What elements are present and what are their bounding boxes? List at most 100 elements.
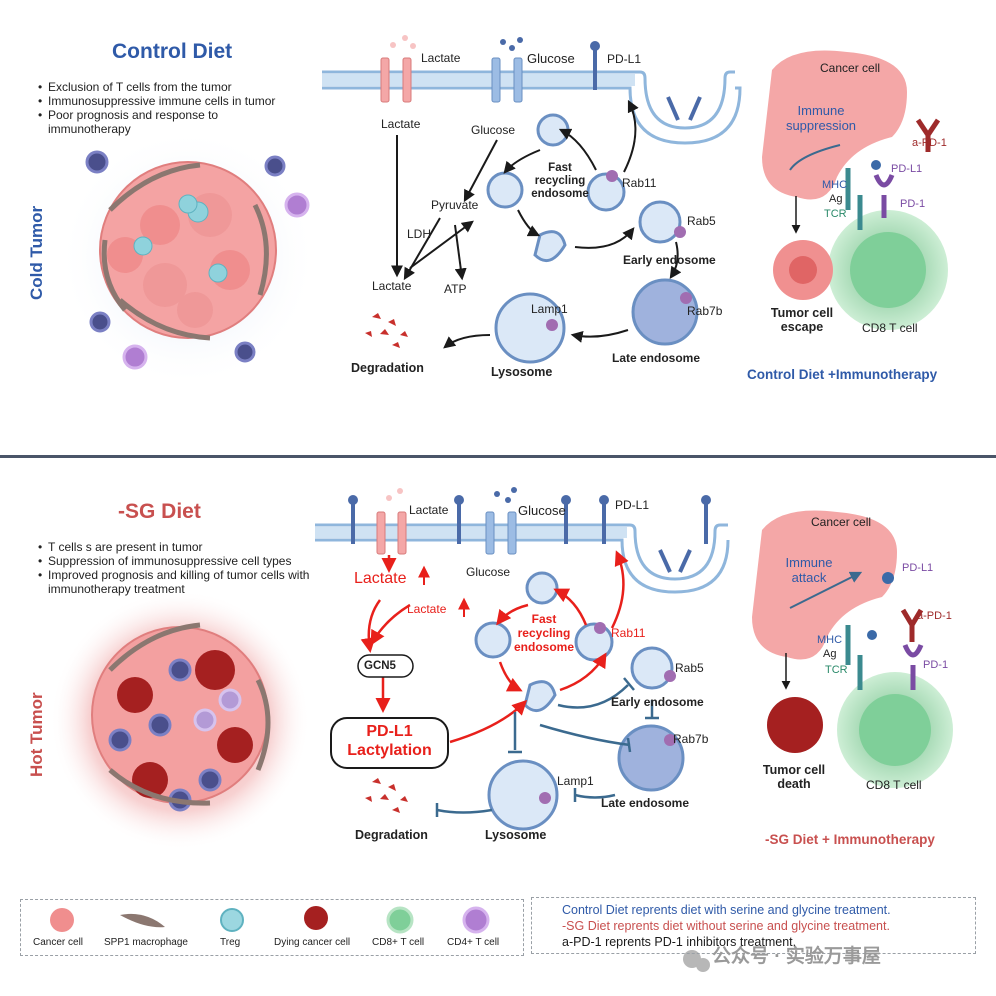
sg-immunotherapy-caption: -SG Diet + Immunotherapy xyxy=(765,832,935,847)
control-diet-title: Control Diet xyxy=(112,40,233,63)
control-diet-bullets: Exclusion of T cells from the tumor Immu… xyxy=(38,80,308,136)
ag-label: Ag xyxy=(829,193,843,205)
cell-membrane-bottom xyxy=(315,487,730,594)
rab5-label: Rab5 xyxy=(687,214,716,228)
top-immune-synapse xyxy=(762,50,948,330)
watermark-icon xyxy=(683,950,710,972)
cancer-cell-label: Cancer cell xyxy=(811,515,872,529)
lactate-transporter-label: Lactate xyxy=(421,51,461,65)
pdl1-lactylation-label: PD-L1 Lactylation xyxy=(347,723,432,759)
section-divider xyxy=(0,455,996,458)
hot-tumor-illustration xyxy=(50,590,310,850)
immune-attack-label: Immune attack xyxy=(785,555,833,585)
late-endosome-label: Late endosome xyxy=(601,796,690,810)
sg-diet-bullets: T cells s are present in tumor Suppressi… xyxy=(38,540,318,596)
pdl1-cell-label: PD-L1 xyxy=(891,163,923,175)
tcr-label: TCR xyxy=(825,664,848,676)
late-endosome-label: Late endosome xyxy=(612,351,701,365)
lysosome-label: Lysosome xyxy=(491,365,553,379)
bottom-red-up-arrows xyxy=(418,565,470,617)
fast-recycling-endosome-label: Fast recycling endosome xyxy=(531,162,589,201)
a-pd1-label: a-PD-1 xyxy=(917,610,952,622)
cd8-t-cell-label: CD8 T cell xyxy=(862,321,918,335)
watermark-text: 公众号 · 实验万事屋 xyxy=(712,946,881,967)
top-rab-markers xyxy=(546,170,692,331)
pd1-label: PD-1 xyxy=(923,659,949,671)
bottom-red-arrows xyxy=(360,550,629,744)
rab11-label: Rab11 xyxy=(622,176,657,190)
ag-label: Ag xyxy=(823,648,837,660)
ldh-label: LDH xyxy=(407,227,432,241)
lactate-red-label: Lactate xyxy=(407,602,447,616)
a-pd1-label: a-PD-1 xyxy=(912,137,947,149)
legend-treg: Treg xyxy=(220,937,241,948)
immune-suppression-label: Immune suppression xyxy=(785,103,857,133)
legend-dying-cancer-cell: Dying cancer cell xyxy=(274,937,351,948)
gcn5-label: GCN5 xyxy=(364,660,396,672)
degradation-label: Degradation xyxy=(355,828,428,842)
top-pathway-arrows xyxy=(391,99,682,349)
cell-legend xyxy=(20,899,524,956)
bullet: Improved prognosis and killing of tumor … xyxy=(38,568,318,596)
top-endosomes xyxy=(486,113,699,364)
bottom-immune-synapse xyxy=(752,510,953,788)
lamp1-label: Lamp1 xyxy=(531,302,568,316)
cd8-t-cell-label: CD8 T cell xyxy=(866,778,922,792)
legend-icons xyxy=(50,906,490,934)
bottom-rab-markers xyxy=(539,622,676,804)
rab7b-label: Rab7b xyxy=(687,304,723,318)
control-immunotherapy-caption: Control Diet +Immunotherapy xyxy=(747,367,938,382)
legend-spp1-macrophage: SPP1 macrophage xyxy=(104,937,188,948)
legend-cd8-t-cell: CD8+ T cell xyxy=(372,937,425,948)
rab11-label: Rab11 xyxy=(611,626,646,640)
tumor-cell-death-label: Tumor cell death xyxy=(762,763,826,792)
pdl1-label: PD-L1 xyxy=(615,498,650,512)
pyruvate-label: Pyruvate xyxy=(431,198,479,212)
bullet: Exclusion of T cells from the tumor xyxy=(38,80,308,94)
degradation-label: Degradation xyxy=(351,361,424,375)
tcr-label: TCR xyxy=(824,208,847,220)
cold-tumor-illustration xyxy=(58,128,318,388)
bullet: Poor prognosis and response to immunothe… xyxy=(38,108,248,136)
rab5-label: Rab5 xyxy=(675,661,704,675)
sg-diet-title: -SG Diet xyxy=(118,500,201,523)
pdl1-label: PD-L1 xyxy=(607,52,642,66)
note-sg-diet: -SG Diet reprents diet without serine an… xyxy=(562,919,890,933)
glucose-transporter-label: Glucose xyxy=(527,51,575,66)
atp-label: ATP xyxy=(444,282,467,296)
lysosome-label: Lysosome xyxy=(485,828,547,842)
note-control-diet: Control Diet reprents diet with serine a… xyxy=(562,903,891,917)
glucose-transporter-label: Glucose xyxy=(518,503,566,518)
legend-cancer-cell: Cancer cell xyxy=(33,937,84,948)
cancer-cell-label: Cancer cell xyxy=(820,61,881,75)
lactate-increased-label: Lactate xyxy=(354,570,407,587)
mhc-label: MHC xyxy=(822,179,848,191)
lactate-product-label: Lactate xyxy=(372,279,412,293)
lamp1-label: Lamp1 xyxy=(557,774,594,788)
mhc-label: MHC xyxy=(817,634,843,646)
legend-cd4-t-cell: CD4+ T cell xyxy=(447,937,500,948)
note-apd1: a-PD-1 reprents PD-1 inhibitors treatmen… xyxy=(562,935,797,949)
pdl1-cell-label: PD-L1 xyxy=(902,562,934,574)
bottom-endosomes xyxy=(474,571,685,831)
bottom-inhibition-lines xyxy=(435,677,659,817)
glucose-label: Glucose xyxy=(466,565,511,579)
early-endosome-label: Early endosome xyxy=(623,253,716,267)
bullet: T cells s are present in tumor xyxy=(38,540,318,554)
lactate-label: Lactate xyxy=(381,117,421,131)
fast-recycling-endosome-label: Fast recycling endosome xyxy=(513,612,574,654)
lactate-transporter-label: Lactate xyxy=(409,503,449,517)
gcn5-box xyxy=(357,654,414,678)
pdl1-lactylation-box xyxy=(330,717,449,769)
cell-membrane-top xyxy=(322,35,742,145)
glucose-label: Glucose xyxy=(471,123,516,137)
bottom-degradation-fragments xyxy=(365,778,408,813)
hot-tumor-label: Hot Tumor xyxy=(27,692,46,777)
rab7b-label: Rab7b xyxy=(673,732,709,746)
bullet: Immunosuppressive immune cells in tumor xyxy=(38,94,308,108)
tumor-cell-escape-label: Tumor cell escape xyxy=(770,306,834,335)
notes-box xyxy=(531,897,976,954)
early-endosome-label: Early endosome xyxy=(611,695,704,709)
